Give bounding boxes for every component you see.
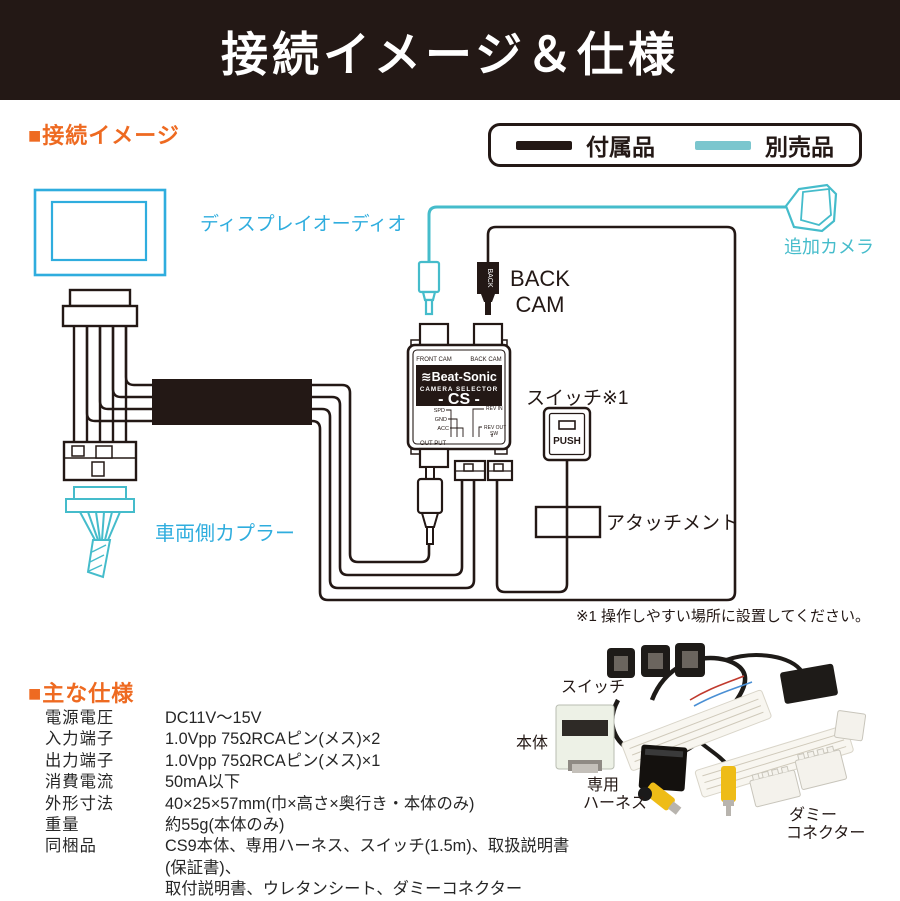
spec-value: 50mA以下 xyxy=(165,773,241,792)
dummy-connector-2 xyxy=(794,745,847,790)
rca-base xyxy=(638,787,652,801)
spec-label: 同梱品 xyxy=(45,837,97,856)
specs-table: 電源電圧 DC11V～15V 入力端子 1.0Vpp 75ΩRCAピン(メス)×… xyxy=(45,708,575,901)
product-photo: スイッチ 本体 専用 ハーネス ダミー コネクター xyxy=(516,643,867,842)
wire-extra-camera xyxy=(427,205,786,262)
spec-row: 出力端子 1.0Vpp 75ΩRCAピン(メス)×1 xyxy=(45,751,575,772)
front-cam-rca-plug xyxy=(417,260,441,316)
white-connector-right xyxy=(834,710,867,742)
wire-connector-a1 xyxy=(312,395,464,577)
spec-value: 1.0Vpp 75ΩRCAピン(メス)×1 xyxy=(165,751,381,770)
wire-backcam-loop xyxy=(311,225,737,602)
diagram-note: ※1 操作しやすい場所に設置してください。 xyxy=(576,608,870,625)
connector-b xyxy=(486,459,514,482)
included-label: 付属品 xyxy=(586,134,655,160)
pinout-lines xyxy=(446,408,493,437)
spec-label: 電源電圧 xyxy=(45,709,115,727)
attachment-label: アタッチメント xyxy=(606,512,739,534)
harness-junction-block xyxy=(152,379,312,425)
switch-label: スイッチ※1 xyxy=(526,388,629,409)
display-audio-monitor xyxy=(33,188,167,277)
wire-switch xyxy=(495,461,569,594)
included-wires xyxy=(311,225,737,602)
wire-blue xyxy=(693,681,753,707)
spec-label: 重量 xyxy=(45,816,80,835)
pin-gnd: GND xyxy=(435,417,447,423)
model-name: - CS - xyxy=(438,391,480,408)
dummy-connector-1 xyxy=(749,765,801,808)
connection-section-heading: ■接続イメージ xyxy=(28,123,180,148)
spec-label: 入力端子 xyxy=(45,730,115,749)
back-cam-rca-plug xyxy=(477,262,499,315)
page-title: 接続イメージ＆仕様 xyxy=(220,27,680,81)
pin-rev-in: REV IN xyxy=(486,406,503,412)
spec-row: 消費電流 50mA以下 xyxy=(45,772,575,793)
back-plug-text: BACK xyxy=(486,268,493,287)
black-connector-mid xyxy=(638,744,688,792)
photo-dummy-label-1: ダミー xyxy=(789,806,837,824)
black-connector-top xyxy=(780,663,838,704)
back-cam-label-line2: CAM xyxy=(516,292,565,317)
display-wires xyxy=(72,326,152,442)
output-rca-plug xyxy=(416,466,444,545)
front-cam-port-label: FRONT CAM xyxy=(416,357,452,363)
spec-row: 入力端子 1.0Vpp 75ΩRCAピン(メス)×2 xyxy=(45,729,575,750)
spec-value-line1: CS9本体、専用ハーネス、スイッチ(1.5m)、取扱説明書(保証書)、 xyxy=(165,837,570,877)
yellow-rca-vertical xyxy=(721,766,736,816)
photo-harness-label-2: ハーネス xyxy=(583,794,647,812)
switch-brackets xyxy=(607,643,705,678)
optional-line-swatch xyxy=(695,140,751,150)
mating-coupler xyxy=(62,440,138,482)
wire-output-rca xyxy=(312,383,431,564)
vehicle-coupler xyxy=(65,486,135,579)
wire-connector-a2 xyxy=(312,407,476,590)
brand-logo: ≋Beat-Sonic xyxy=(421,370,497,384)
optional-label: 別売品 xyxy=(765,134,834,160)
legend-box: 付属品 別売品 xyxy=(488,123,862,167)
back-cam-port-label: BACK CAM xyxy=(470,357,501,363)
spec-label: 消費電流 xyxy=(45,773,115,792)
extra-camera xyxy=(784,183,838,233)
camera-selector-unit: FRONT CAM BACK CAM ≋Beat-Sonic CAMERA SE… xyxy=(406,322,512,469)
brand-band xyxy=(416,365,502,406)
page-header: 接続イメージ＆仕様 xyxy=(0,0,900,100)
photo-harness-label-1: 専用 xyxy=(587,776,619,794)
specs-section-heading: ■主な仕様 xyxy=(28,681,135,706)
vehicle-coupler-label: 車両側カプラー xyxy=(155,522,295,545)
pin-sw: SW xyxy=(490,431,498,437)
yellow-rca-angled xyxy=(644,782,682,815)
extra-camera-label: 追加カメラ xyxy=(784,237,874,257)
photo-switch-label: スイッチ xyxy=(561,679,625,696)
push-switch xyxy=(542,406,592,462)
spec-value: CS9本体、専用ハーネス、スイッチ(1.5m)、取扱説明書(保証書)、 取付説明… xyxy=(165,836,575,900)
spec-row: 同梱品 CS9本体、専用ハーネス、スイッチ(1.5m)、取扱説明書(保証書)、 … xyxy=(45,836,575,900)
back-cam-label-line1: BACK xyxy=(510,266,570,291)
spec-row: 重量 約55g(本体のみ) xyxy=(45,815,575,836)
output-label: OUT PUT xyxy=(420,441,447,447)
pin-acc: ACC xyxy=(437,426,449,432)
unit-body-photo xyxy=(555,704,615,773)
photo-body-label: 本体 xyxy=(516,734,548,752)
spec-value: 約55g(本体のみ) xyxy=(165,816,285,835)
connector-a xyxy=(453,459,487,482)
spec-label: 出力端子 xyxy=(45,751,115,770)
photo-dummy-label-2: コネクター xyxy=(786,824,865,842)
product-name: CAMERA SELECTOR xyxy=(420,386,498,393)
output-jack xyxy=(418,447,450,469)
display-audio-label: ディスプレイオーディオ xyxy=(200,213,406,235)
spec-row: 外形寸法 40×25×57mm(巾×高さ×奥行き・本体のみ) xyxy=(45,794,575,815)
included-line-swatch xyxy=(516,140,572,150)
pin-spd: SPD xyxy=(434,408,445,414)
spec-value: 40×25×57mm(巾×高さ×奥行き・本体のみ) xyxy=(165,794,475,813)
spec-value-line2: 取付説明書、ウレタンシート、ダミーコネクター xyxy=(165,880,523,899)
spec-row: 電源電圧 DC11V～15V xyxy=(45,708,575,729)
pin-rev-out: REV OUT xyxy=(484,425,506,431)
wire-red xyxy=(689,675,745,701)
spec-label: 外形寸法 xyxy=(45,794,115,813)
push-switch-text: PUSH xyxy=(553,436,581,447)
display-connector xyxy=(61,288,139,328)
spec-value: DC11V～15V xyxy=(165,709,262,727)
spec-value: 1.0Vpp 75ΩRCAピン(メス)×2 xyxy=(165,730,381,749)
